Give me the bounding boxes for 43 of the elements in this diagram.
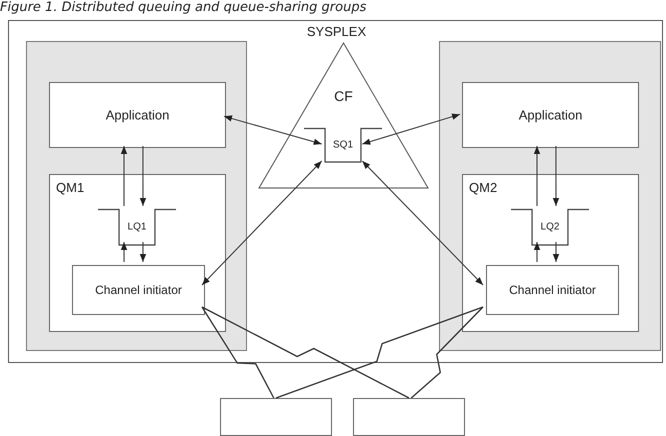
network-link: [201, 306, 274, 398]
node-label: SYSPLEX: [306, 24, 368, 39]
node-label: SQ1: [333, 140, 353, 150]
process-box: [49, 174, 226, 332]
node-label: Application: [106, 108, 170, 122]
network-link: [276, 306, 484, 399]
queue-shape: [98, 209, 176, 245]
queue-shape: [304, 128, 382, 162]
box-heading: QM2: [469, 180, 498, 195]
arrow: [552, 242, 560, 262]
network-link: [202, 306, 410, 399]
system-panel: [439, 41, 661, 351]
node-label: LQ2: [540, 222, 560, 232]
arrow: [224, 115, 322, 145]
node-label: Channel initiator: [508, 282, 597, 298]
arrow: [552, 146, 560, 206]
process-box: [72, 265, 205, 315]
arrow: [120, 242, 128, 262]
arrow: [534, 242, 540, 262]
node-label: LQ1: [128, 222, 146, 232]
process-box: [486, 265, 619, 315]
sysplex-frame: [8, 20, 663, 363]
arrow: [362, 160, 484, 286]
process-box: [220, 398, 332, 436]
arrow: [202, 160, 322, 286]
box-heading: QM1: [56, 180, 84, 195]
node-label: Channel initiator: [94, 282, 183, 298]
queue-shape: [511, 209, 589, 245]
arrow: [140, 146, 146, 206]
network-link: [410, 306, 484, 398]
process-box: [462, 174, 639, 332]
process-box: [353, 398, 465, 436]
figure-title: Figure 1. Distributed queuing and queue-sharing groups: [0, 0, 366, 15]
system-panel: [26, 41, 247, 351]
arrow: [140, 242, 146, 262]
arrow: [120, 146, 128, 206]
arrow: [362, 114, 460, 145]
coupling-facility-triangle: [259, 43, 428, 188]
process-box: [462, 82, 639, 148]
node-label: CF: [333, 88, 354, 104]
arrow: [534, 146, 540, 206]
process-box: [49, 82, 226, 148]
node-label: Application: [518, 108, 582, 122]
